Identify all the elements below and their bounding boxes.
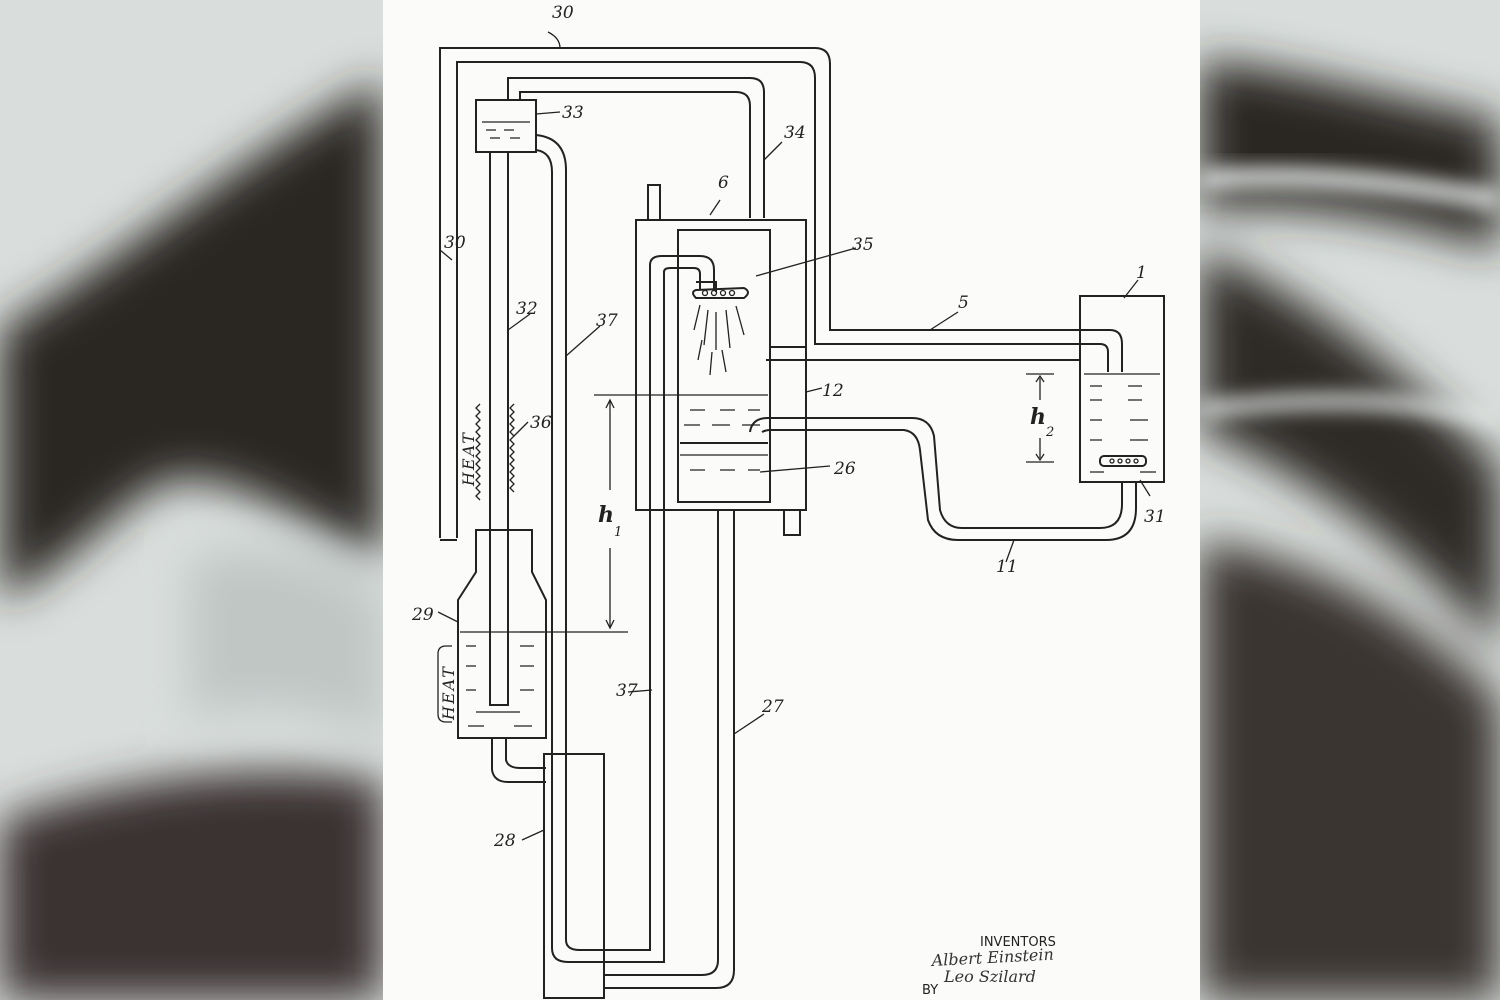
label-28: 28 (493, 831, 516, 851)
label-5: 5 (958, 293, 969, 313)
dimension-h2 (1026, 373, 1054, 463)
tube-37 (535, 134, 715, 963)
label-26: 26 (833, 459, 856, 479)
pipe-11 (749, 417, 1137, 541)
label-11: 11 (996, 557, 1018, 577)
label-12: 12 (822, 381, 844, 401)
leader-lines (437, 31, 1151, 841)
left-shadow-shapes (0, 80, 383, 1000)
pipe-27 (604, 510, 735, 989)
vessel-28 (543, 753, 605, 999)
reference-labels: 30 33 34 6 35 1 5 30 32 37 12 36 26 31 1… (411, 3, 1166, 851)
label-37-top: 37 (596, 311, 618, 331)
right-shadow-shapes (1200, 60, 1500, 1000)
label-29: 29 (411, 605, 434, 625)
label-30-top: 30 (552, 3, 574, 23)
label-35: 35 (852, 235, 874, 255)
vessel-33 (475, 99, 537, 153)
heat-label-lower: HEAT (439, 665, 458, 721)
heat-label-upper: HEAT (459, 431, 478, 487)
pipe-29-28 (491, 738, 546, 783)
patent-sheet (383, 0, 1200, 1000)
h1-label: h (598, 502, 614, 528)
label-37-bottom: 37 (616, 681, 638, 701)
signature-szilard: Leo Szilard (943, 967, 1036, 986)
h2-subscript: 2 (1045, 425, 1054, 440)
vessel-29 (437, 529, 547, 739)
h1-subscript: 1 (614, 525, 622, 540)
by-label: BY (922, 983, 938, 998)
h2-label: h (1030, 404, 1046, 430)
inventors-block: INVENTORS Albert Einstein Leo Szilard BY (922, 935, 1056, 998)
tube-32 (489, 152, 509, 706)
inventors-label: INVENTORS (980, 935, 1056, 950)
label-32: 32 (516, 299, 538, 319)
label-31: 31 (1144, 507, 1166, 527)
label-30-left: 30 (444, 233, 466, 253)
pipe-30 (439, 47, 1080, 541)
pipe-34 (507, 77, 765, 218)
label-1: 1 (1136, 263, 1147, 283)
label-34: 34 (784, 123, 806, 143)
label-33: 33 (562, 103, 584, 123)
nozzle-35 (692, 281, 749, 376)
dimension-h1 (520, 394, 680, 633)
right-highlight-streaks (1199, 168, 1500, 427)
label-27: 27 (761, 697, 784, 717)
vessel-1 (766, 295, 1165, 483)
dimension-labels: h 1 h 2 (598, 404, 1054, 540)
label-6: 6 (718, 173, 729, 193)
label-36: 36 (530, 413, 552, 433)
heating-element-36 (475, 403, 515, 501)
